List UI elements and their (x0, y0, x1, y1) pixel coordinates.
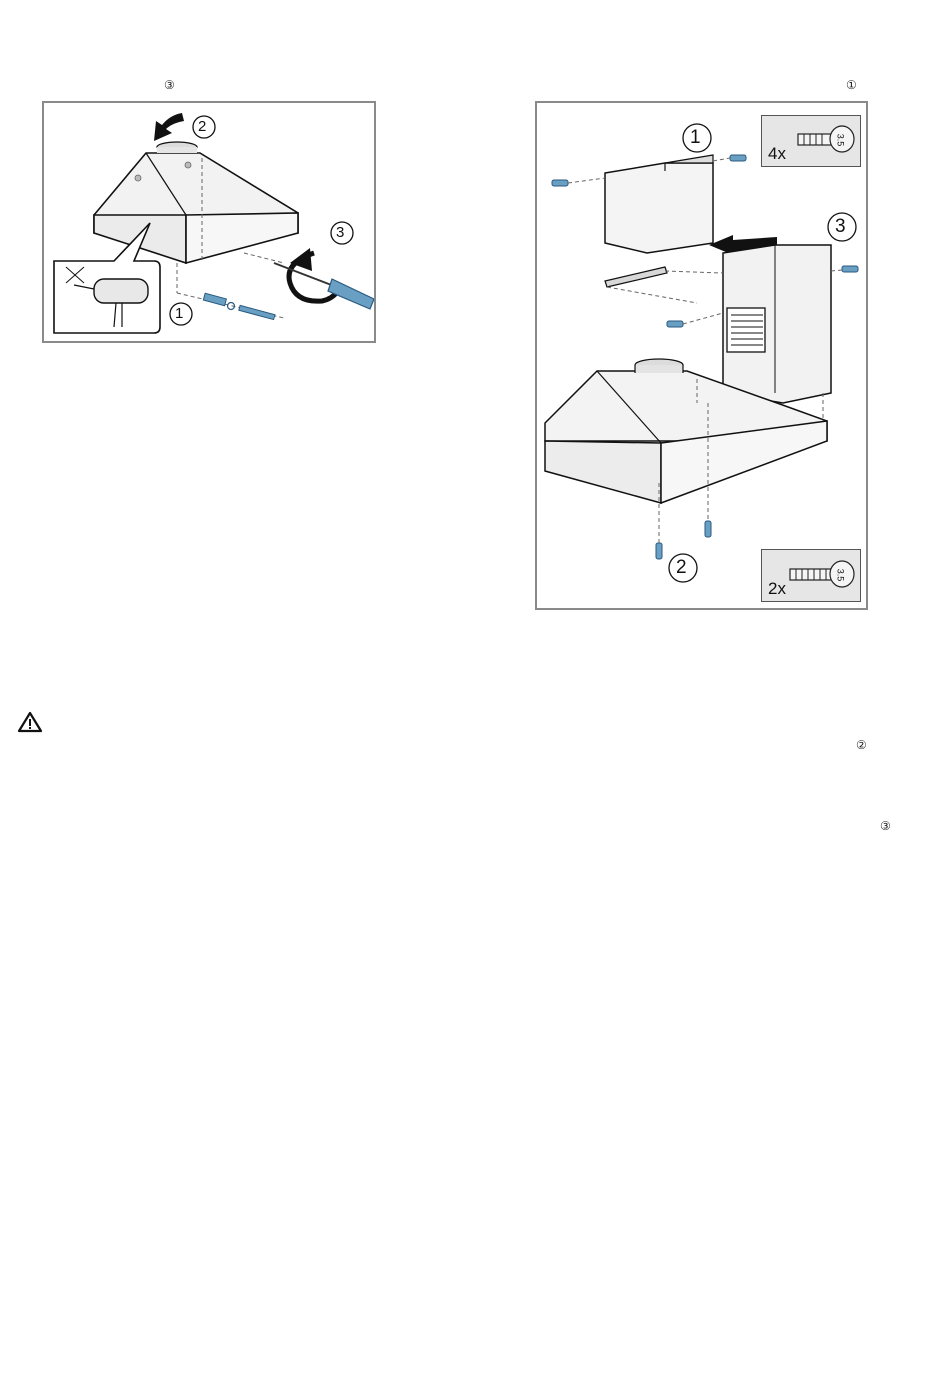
step-ref-top-left: ③ (164, 78, 175, 92)
figure-left-label-1: 1 (175, 305, 183, 322)
step-ref-mid-right-a: ② (856, 738, 867, 752)
figure-right-label-2: 2 (676, 557, 687, 579)
screw-qty-top: 4x (768, 144, 786, 164)
screw-head-text-bottom: 3.5 (835, 569, 845, 582)
screw-icon (788, 559, 858, 589)
screw-head-text-top: 3.5 (835, 134, 845, 147)
screw-qty-bottom: 2x (768, 579, 786, 599)
figure-right-label-3: 3 (835, 216, 846, 238)
warning-triangle-icon (17, 711, 43, 733)
screw-qty-box-bottom: 2x 3.5 (761, 549, 861, 602)
figure-left-label-2: 2 (198, 118, 206, 135)
figure-chimney-assembly: 1 3 2 4x 3.5 2x 3.5 (535, 101, 868, 610)
figure-left-label-3: 3 (336, 224, 344, 241)
chimney-assembly-illustration (537, 103, 866, 608)
screw-icon (796, 124, 858, 154)
hood-mounting-illustration (44, 103, 374, 341)
step-ref-top-right: ① (846, 78, 857, 92)
screw-qty-box-top: 4x 3.5 (761, 115, 861, 167)
figure-right-label-1: 1 (690, 127, 701, 149)
step-ref-mid-right-b: ③ (880, 819, 891, 833)
figure-hood-wall-mounting: 2 3 1 (42, 101, 376, 343)
